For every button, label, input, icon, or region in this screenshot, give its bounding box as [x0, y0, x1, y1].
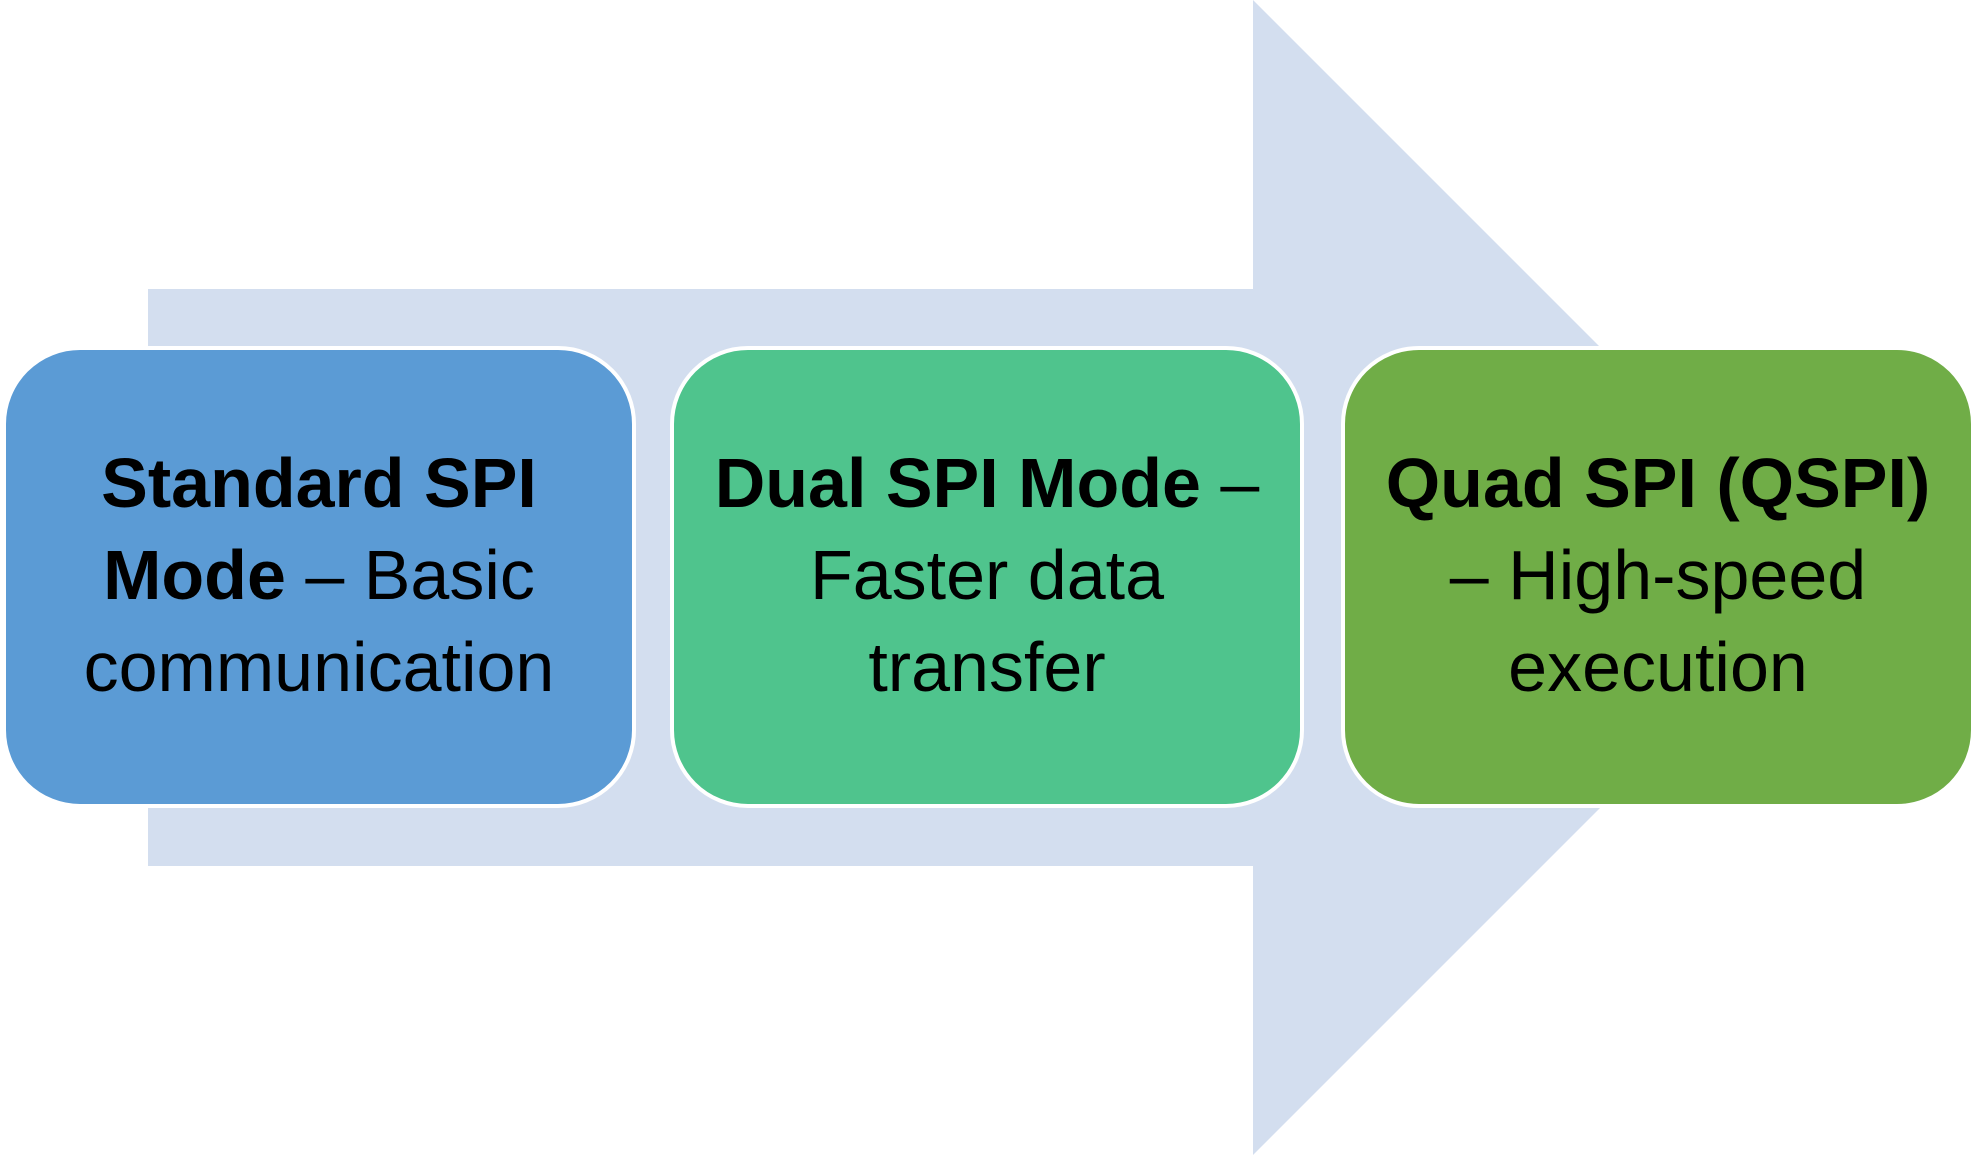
step-dual-spi-description: – Faster data transfer	[809, 444, 1260, 706]
step-dual-spi-title: Dual SPI Mode	[714, 444, 1201, 522]
step-dual-spi: Dual SPI Mode – Faster data transfer	[670, 346, 1304, 808]
step-quad-spi-description: – High-speed execution	[1449, 536, 1867, 706]
step-standard-spi-text: Standard SPI Mode – Basic communication	[6, 437, 632, 713]
step-standard-spi-description: – Basic communication	[83, 536, 555, 706]
step-quad-spi: Quad SPI (QSPI) – High-speed execution	[1341, 346, 1975, 808]
step-standard-spi: Standard SPI Mode – Basic communication	[2, 346, 636, 808]
step-quad-spi-title: Quad SPI (QSPI)	[1385, 444, 1931, 522]
step-dual-spi-text: Dual SPI Mode – Faster data transfer	[674, 437, 1300, 713]
step-quad-spi-text: Quad SPI (QSPI) – High-speed execution	[1345, 437, 1971, 713]
step-standard-spi-title: Standard SPI Mode	[101, 444, 537, 614]
